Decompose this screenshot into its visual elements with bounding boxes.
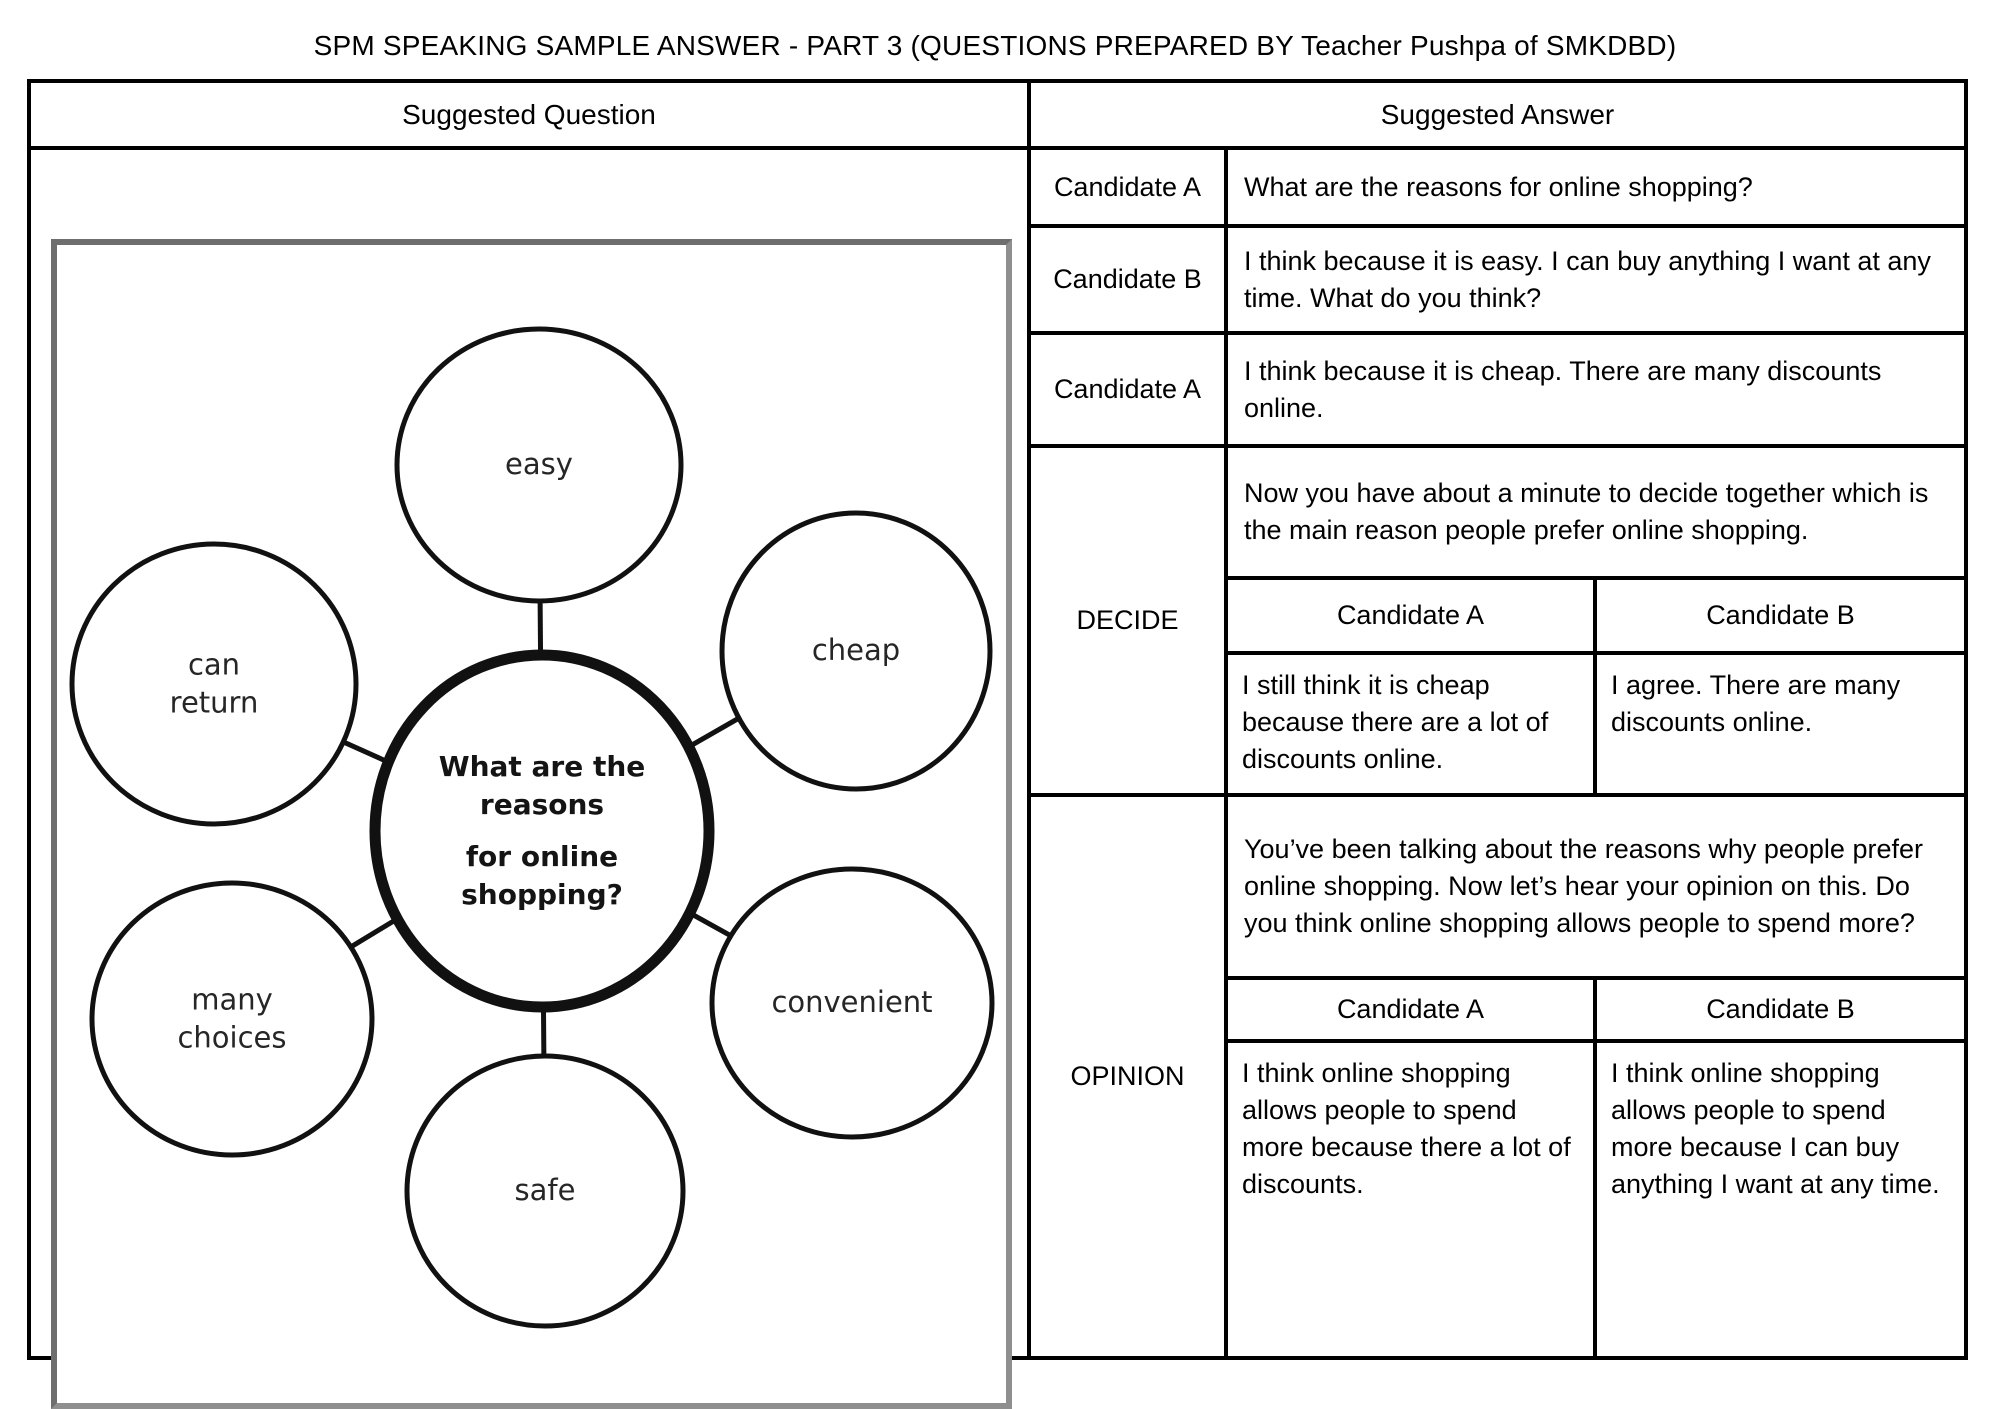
- decide-section: DECIDE Now you have about a minute to de…: [1031, 448, 1964, 797]
- dialogue-row: Candidate A What are the reasons for onl…: [1031, 150, 1964, 228]
- mind-map: easy cheap can return many choices safe …: [57, 245, 1006, 1403]
- opinion-answer-b: I think online shopping allows people to…: [1611, 1058, 1940, 1199]
- decide-subheader-row: Candidate A Candidate B: [1228, 580, 1964, 655]
- decide-prompt: Now you have about a minute to decide to…: [1228, 448, 1964, 580]
- many-choices-label: many choices: [177, 982, 287, 1054]
- dialogue-row: Candidate B I think because it is easy. …: [1031, 228, 1964, 335]
- center-question-line2: for online shopping?: [461, 840, 623, 911]
- dialogue-text: I think because it is easy. I can buy an…: [1244, 245, 1931, 313]
- safe-bubble: [404, 1053, 686, 1329]
- opinion-section-label: OPINION: [1031, 797, 1228, 1356]
- decide-section-label: DECIDE: [1031, 448, 1228, 793]
- opinion-prompt: You’ve been talking about the reasons wh…: [1228, 797, 1964, 980]
- can-return-label: can return: [169, 647, 259, 719]
- center-question-label: What are the reasons for online shopping…: [416, 748, 668, 914]
- dialogue-text: What are the reasons for online shopping…: [1244, 171, 1753, 202]
- dialogue-text: I think because it is cheap. There are m…: [1244, 355, 1882, 423]
- decide-candidate-b-header: Candidate B: [1706, 600, 1855, 630]
- answer-column: Candidate A What are the reasons for onl…: [1031, 150, 1964, 1356]
- page-title: SPM SPEAKING SAMPLE ANSWER - PART 3 (QUE…: [313, 30, 1677, 61]
- opinion-candidate-a-header: Candidate A: [1228, 980, 1597, 1039]
- convenient-bubble: [709, 866, 995, 1140]
- opinion-section: OPINION You’ve been talking about the re…: [1031, 797, 1964, 1356]
- center-question-line1: What are the reasons: [438, 750, 646, 821]
- opinion-answers-row: I think online shopping allows people to…: [1228, 1043, 1964, 1356]
- suggested-question-header: Suggested Question: [31, 83, 1031, 146]
- speaker-label: Candidate A: [1031, 150, 1228, 224]
- speaker-label: Candidate A: [1031, 335, 1228, 444]
- opinion-subheader-row: Candidate A Candidate B: [1228, 980, 1964, 1043]
- easy-bubble: [394, 326, 684, 604]
- question-cell: easy cheap can return many choices safe …: [31, 150, 1031, 1409]
- mind-map-graphic: [69, 326, 995, 1329]
- cheap-label: cheap: [811, 633, 901, 668]
- safe-label: safe: [514, 1173, 576, 1208]
- can-return-bubble: [69, 541, 359, 827]
- dialogue-row: Candidate A I think because it is cheap.…: [1031, 335, 1964, 448]
- cheap-bubble: [719, 510, 993, 792]
- table-header-row: Suggested Question Suggested Answer: [31, 83, 1964, 150]
- mind-map-frame: easy cheap can return many choices safe …: [51, 239, 1012, 1409]
- speaker-label: Candidate B: [1031, 228, 1228, 331]
- many-choices-bubble: [89, 880, 375, 1158]
- decide-answers-row: I still think it is cheap because there …: [1228, 655, 1964, 793]
- decide-answer-a: I still think it is cheap because there …: [1228, 655, 1597, 793]
- easy-label: easy: [505, 447, 573, 482]
- convenient-label: convenient: [771, 985, 933, 1020]
- opinion-candidate-b-header: Candidate B: [1706, 994, 1855, 1024]
- decide-candidate-a-header: Candidate A: [1228, 580, 1597, 651]
- decide-answer-b: I agree. There are many discounts online…: [1611, 670, 1901, 737]
- qa-table: Suggested Question Suggested Answer: [27, 79, 1968, 1409]
- center-bubble: [369, 649, 715, 1013]
- opinion-answer-a: I think online shopping allows people to…: [1228, 1043, 1597, 1356]
- suggested-answer-header: Suggested Answer: [1380, 98, 1615, 130]
